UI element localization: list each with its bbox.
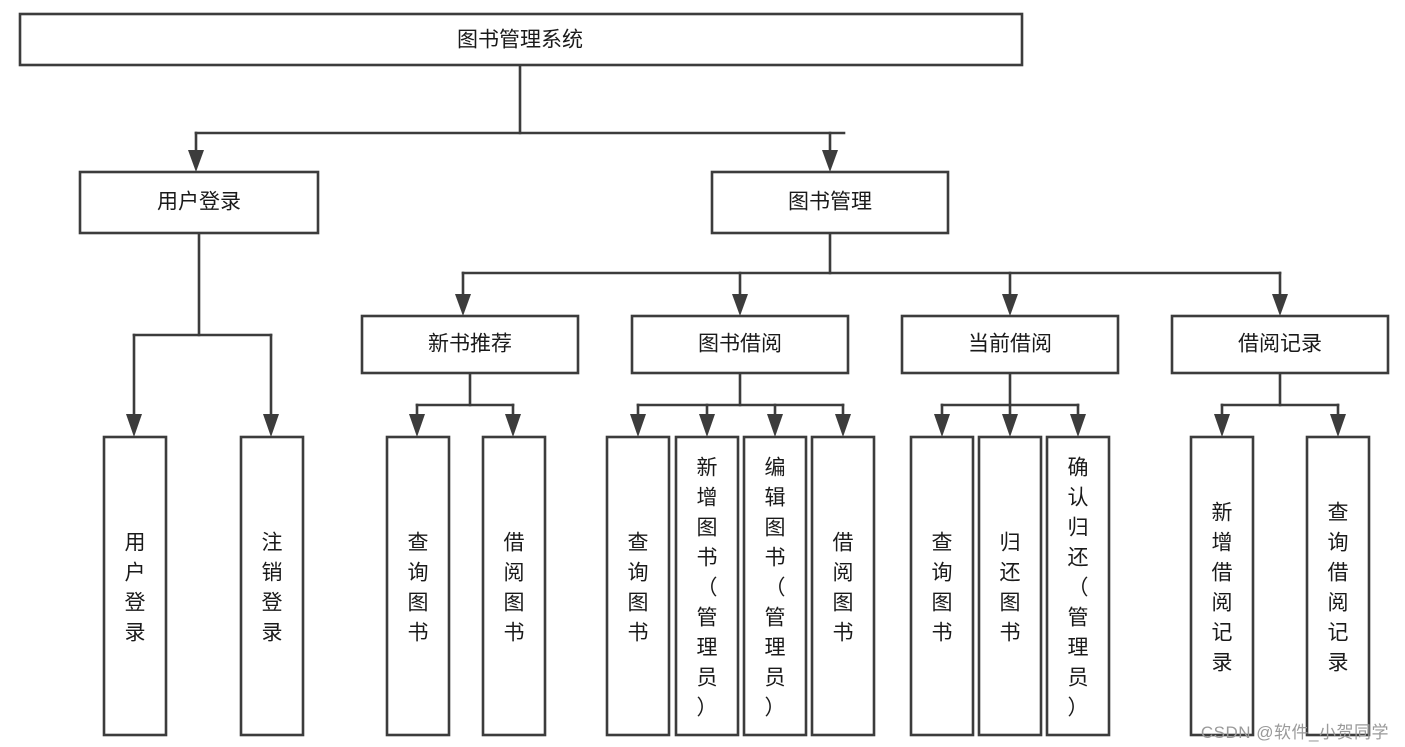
connector-book-manage-to-level3 (455, 231, 1288, 316)
leaf-current-borrow-2[interactable]: 归还图书 (977, 435, 1043, 737)
node-book-borrow[interactable]: 图书借阅 (630, 314, 850, 375)
leaf-user-login-1-label: 用户登录 (125, 531, 146, 644)
leaf-current-borrow-1[interactable]: 查询图书 (909, 435, 975, 737)
node-new-book-recommend-label: 新书推荐 (428, 333, 512, 356)
leaf-user-login-2-label: 注销登录 (262, 531, 283, 644)
node-current-borrow-label: 当前借阅 (968, 333, 1052, 356)
connector-current-borrow-to-leaves (934, 371, 1086, 437)
leaf-book-borrow-4-label: 借阅图书 (833, 531, 854, 644)
connector-book-borrow-to-leaves (630, 371, 851, 437)
node-root-system-label: 图书管理系统 (457, 29, 583, 52)
node-book-manage-label: 图书管理 (788, 191, 872, 214)
node-book-manage[interactable]: 图书管理 (710, 170, 950, 235)
leaf-borrow-record-2[interactable]: 查询借阅记录 (1305, 435, 1371, 737)
leaf-new-book-1-label: 查询图书 (408, 531, 429, 644)
leaf-book-borrow-2[interactable]: 新增图书（管理员） (674, 435, 740, 737)
leaf-book-borrow-4[interactable]: 借阅图书 (810, 435, 876, 737)
node-user-login-label: 用户登录 (157, 191, 241, 214)
leaf-book-borrow-1[interactable]: 查询图书 (605, 435, 671, 737)
connector-root-to-level2 (188, 63, 846, 172)
leaf-current-borrow-3-label: 确认归还（管理员） (1068, 456, 1089, 719)
leaf-new-book-1[interactable]: 查询图书 (385, 435, 451, 737)
leaf-current-borrow-1-label: 查询图书 (932, 531, 953, 644)
node-new-book-recommend[interactable]: 新书推荐 (360, 314, 580, 375)
node-borrow-record-label: 借阅记录 (1238, 333, 1322, 356)
node-root-system[interactable]: 图书管理系统 (18, 12, 1024, 67)
connector-new-book-to-leaves (409, 371, 521, 437)
node-current-borrow[interactable]: 当前借阅 (900, 314, 1120, 375)
leaf-borrow-record-2-label: 查询借阅记录 (1328, 501, 1349, 674)
leaf-borrow-record-1-label: 新增借阅记录 (1212, 501, 1233, 674)
connector-borrow-record-to-leaves (1214, 371, 1346, 437)
leaf-user-login-2[interactable]: 注销登录 (239, 435, 305, 737)
leaf-book-borrow-3[interactable]: 编辑图书（管理员） (742, 435, 808, 737)
leaf-user-login-1[interactable]: 用户登录 (102, 435, 168, 737)
node-user-login[interactable]: 用户登录 (78, 170, 320, 235)
leaf-new-book-2[interactable]: 借阅图书 (481, 435, 547, 737)
leaf-book-borrow-3-label: 编辑图书（管理员） (765, 456, 786, 719)
node-book-borrow-label: 图书借阅 (698, 333, 782, 356)
leaf-current-borrow-3[interactable]: 确认归还（管理员） (1045, 435, 1111, 737)
leaf-borrow-record-1[interactable]: 新增借阅记录 (1189, 435, 1255, 737)
leaf-book-borrow-1-label: 查询图书 (628, 531, 649, 644)
node-borrow-record[interactable]: 借阅记录 (1170, 314, 1390, 375)
leaf-book-borrow-2-label: 新增图书（管理员） (697, 456, 718, 719)
leaf-current-borrow-2-label: 归还图书 (1000, 531, 1021, 644)
connector-user-login-to-leaves (126, 231, 279, 437)
leaf-new-book-2-label: 借阅图书 (504, 531, 525, 644)
